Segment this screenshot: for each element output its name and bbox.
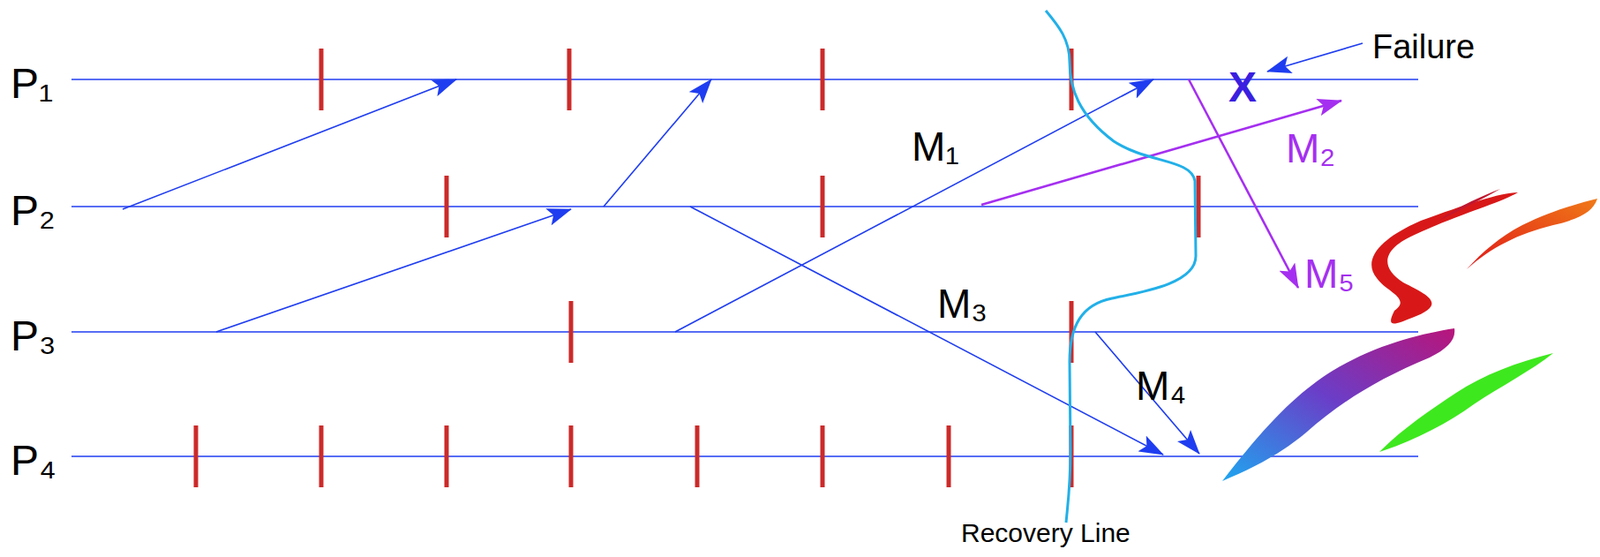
message-name: M₂	[1285, 127, 1336, 169]
flame-shape	[1222, 328, 1455, 481]
message-name: M₄	[1135, 365, 1187, 406]
process-name: P₃	[10, 315, 57, 358]
process-name: P₄	[10, 439, 57, 482]
message-name: M₃	[937, 283, 988, 324]
recovery-line	[1045, 10, 1196, 523]
flame-shape	[1371, 192, 1518, 324]
recovery-line-label: Recovery Line	[961, 519, 1131, 547]
flame-shape	[1379, 353, 1554, 452]
lost-message-arrow	[981, 79, 1342, 288]
failure-mark: X	[1228, 66, 1257, 109]
flame-shape	[1466, 198, 1598, 270]
message-name: M₁	[911, 126, 960, 167]
process-name: P₁	[10, 62, 53, 106]
process-line	[71, 79, 1419, 457]
process-name: P₂	[10, 189, 56, 233]
checkpoint-mark	[195, 48, 1199, 488]
failure-label: Failure	[1372, 30, 1475, 64]
message-name: M₅	[1304, 253, 1355, 294]
flame-shape	[1438, 188, 1501, 221]
message-arrow	[122, 43, 1363, 455]
